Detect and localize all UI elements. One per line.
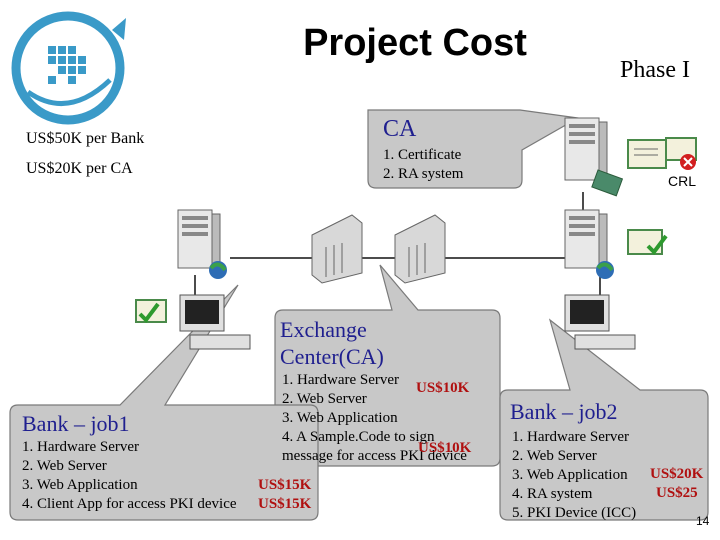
bank1-item: 2. Web Server [22, 458, 107, 474]
bank1-item: 3. Web Application [22, 477, 138, 493]
bank2-cost: US$20K [650, 466, 704, 482]
ca-item: 2. RA system [383, 166, 464, 182]
server-icon [564, 209, 614, 279]
bank2-item: 5. PKI Device (ICC) [512, 505, 637, 521]
bank1-cost: US$15K [258, 496, 312, 512]
bank1-callout [9, 284, 319, 521]
page-number: 14 [696, 514, 710, 528]
exchange-item: 4. A Sample.Code to sign [282, 429, 435, 445]
bank2-item: 1. Hardware Server [512, 429, 630, 445]
revoked-icon [665, 137, 697, 170]
bank2-item: 4. RA system [512, 486, 593, 502]
logo-icon [11, 11, 126, 125]
ca-callout [367, 109, 580, 189]
bank2-cost: US$25 [656, 485, 698, 501]
page-title: Project Cost [303, 22, 527, 64]
bank1-title: Bank – job1 [22, 411, 130, 436]
exchange-item: message for access PKI device [282, 448, 467, 464]
card-icon [591, 169, 624, 197]
bank2-item: 2. Web Server [512, 448, 597, 464]
bank2-callout [499, 318, 709, 521]
bank2-title: Bank – job2 [510, 399, 618, 424]
exchange-item: 2. Web Server [282, 391, 367, 407]
workstation-icon [179, 294, 251, 350]
exchange-item: 1. Hardware Server [282, 372, 400, 388]
bank1-item: 1. Hardware Server [22, 439, 140, 455]
certificate-check-icon [627, 229, 668, 256]
workstation-icon [564, 294, 636, 350]
bank1-cost: US$15K [258, 477, 312, 493]
rack-server-icon [394, 214, 446, 284]
bank1-item: 4. Client App for access PKI device [22, 496, 237, 512]
certificate-icon [627, 139, 667, 169]
crl-label: CRL [668, 173, 697, 189]
bank-cost-text: US$50K per Bank [26, 130, 145, 147]
exchange-title-line2: Center(CA) [280, 344, 384, 369]
server-icon [564, 117, 608, 185]
server-icon [177, 209, 227, 279]
exchange-cost: US$10K [418, 440, 472, 456]
exchange-cost: US$10K [416, 380, 470, 396]
rack-server-icon [311, 214, 363, 284]
exchange-item: 3. Web Application [282, 410, 398, 426]
exchange-callout [274, 264, 501, 467]
ca-item: 1. Certificate [383, 147, 462, 163]
callout-shapes [9, 109, 709, 521]
phase-label: Phase I [620, 57, 690, 83]
bank2-item: 3. Web Application [512, 467, 628, 483]
ca-cost-text: US$20K per CA [26, 160, 133, 177]
certificate-check-icon [135, 299, 167, 324]
ca-callout-title: CA [383, 116, 417, 142]
exchange-title-line1: Exchange [280, 317, 367, 342]
